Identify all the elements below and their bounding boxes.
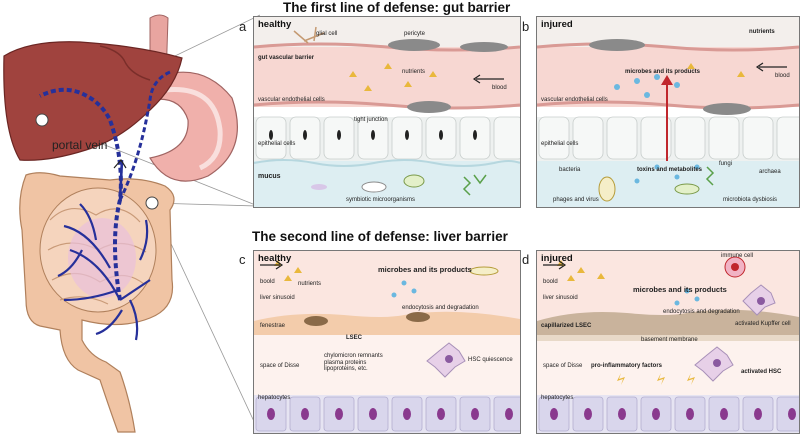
- endocytosis-label-c: endocytosis and degradation: [402, 305, 479, 311]
- space-of-disse-label-d: space of Disse: [543, 363, 583, 369]
- activated-kupffer-label: activated Kupffer cell: [735, 321, 791, 327]
- pericyte-label: pericyte: [404, 31, 426, 37]
- gut-barrier-title: The first line of defense: gut barrier: [283, 0, 511, 15]
- fungi-label: fungi: [719, 161, 733, 167]
- endocytosis-label-d: endocytosis and degradation: [663, 309, 740, 315]
- dysbiosis-label: microbiota dysbiosis: [723, 197, 778, 203]
- mesenteric-veins: [57, 203, 151, 341]
- nutrients-label-b: nutrients: [749, 29, 775, 35]
- symbiotic-label: symbiotic microorganisms: [346, 197, 416, 203]
- chylomicron-label: chylomicron remnants plasma proteins lip…: [324, 353, 383, 373]
- vascular-endothelial-label-b: vascular endothelial cells: [541, 97, 608, 103]
- panel-letter-b: b: [522, 19, 530, 34]
- panel-d-liver-injured: injured boold liver sinusoid immune cell…: [536, 250, 800, 434]
- panel-letter-a: a: [239, 19, 247, 34]
- space-of-disse-label-c: space of Disse: [260, 363, 300, 369]
- capillarized-lsec-label: capillarized LSEC: [541, 323, 592, 329]
- panel-c-liver-healthy: healthy boold nutrients liver sinusoid m…: [253, 250, 521, 434]
- panel-a-state: healthy: [258, 19, 292, 30]
- hsc-quiescence-label: HSC quiescence: [468, 357, 513, 363]
- boold-label-c: boold: [260, 279, 275, 285]
- pro-inflammatory-label: pro-inflammatory factors: [591, 363, 663, 369]
- blood-label-b: blood: [775, 73, 790, 79]
- mucus-label: mucus: [258, 173, 281, 180]
- liver-barrier-title: The second line of defense: liver barrie…: [252, 229, 508, 244]
- panel-letter-d: d: [522, 252, 530, 267]
- toxins-label: toxins and metabolites: [637, 167, 703, 173]
- immune-cell-label: immune cell: [721, 253, 754, 259]
- anatomy-illustration: [3, 14, 260, 433]
- hepatocytes-label-c: hepatocytes: [258, 395, 291, 401]
- microbes-label-b: microbes and its products: [625, 69, 701, 75]
- liver-sinusoid-label-c: liver sinusoid: [260, 295, 295, 301]
- vascular-endothelial-label: vascular endothelial cells: [258, 97, 325, 103]
- panel-c-state: healthy: [258, 253, 292, 264]
- fenestrae-label: fenestrae: [260, 323, 286, 329]
- panel-d-state: injured: [541, 253, 573, 264]
- activated-hsc-label: activated HSC: [741, 369, 782, 375]
- zoom-marker-gut: [145, 196, 159, 210]
- liver-sinusoid-label-d: liver sinusoid: [543, 295, 578, 301]
- panel-a-gut-healthy: healthy glial cell pericyte gut vascular…: [253, 16, 521, 208]
- nutrients-label-c: nutrients: [298, 281, 322, 287]
- tight-junction-label: tight junction: [354, 117, 388, 123]
- gut-vascular-barrier-label: gut vascular barrier: [258, 55, 315, 61]
- panel-b-state: injured: [541, 19, 573, 30]
- blood-label: blood: [492, 85, 507, 91]
- liver: [3, 41, 183, 161]
- phages-label: phages and virus: [553, 197, 599, 203]
- zoom-marker-liver: [35, 113, 49, 127]
- lsec-label: LSEC: [346, 335, 363, 341]
- basement-membrane-label: basement membrane: [641, 337, 698, 343]
- portal-vein: [39, 87, 123, 301]
- bacteria-label: bacteria: [559, 167, 581, 173]
- epithelial-cells-label: epithelial cells: [258, 141, 296, 147]
- epithelial-cells-label-b: epithelial cells: [541, 141, 579, 147]
- panel-b-gut-injured: injured nutrients blood microbes and its…: [536, 16, 800, 208]
- hepatocytes-label-d: hepatocytes: [541, 395, 574, 401]
- nutrients-label: nutrients: [402, 69, 426, 75]
- panel-letter-c: c: [239, 252, 246, 267]
- boold-label-d: boold: [543, 279, 558, 285]
- microbes-label-c: microbes and its products: [378, 265, 472, 274]
- archaea-label: archaea: [759, 169, 781, 175]
- microbes-label-d: microbes and its products: [633, 285, 727, 294]
- portal-vein-label: portal vein: [52, 138, 108, 152]
- glial-cell-label: glial cell: [316, 31, 338, 37]
